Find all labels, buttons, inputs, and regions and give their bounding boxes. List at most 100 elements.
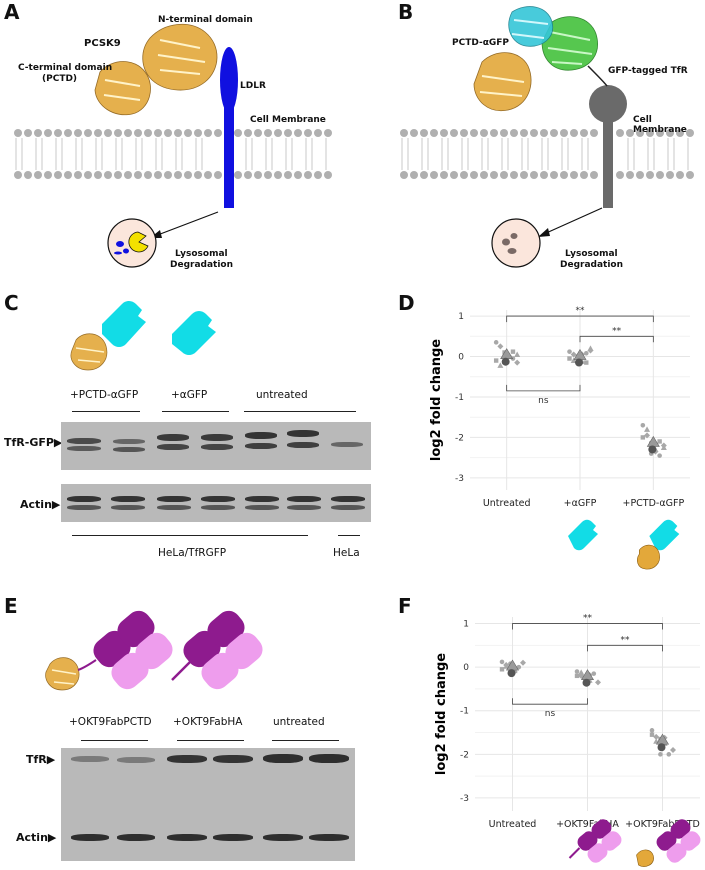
agfp-construct-icon: [172, 311, 216, 355]
band: [287, 430, 319, 437]
linker-shape: [568, 847, 581, 859]
band: [245, 443, 277, 449]
mean-marker: [582, 678, 591, 687]
pctd-agfp-icon-d: [637, 519, 680, 570]
data-point: [574, 673, 580, 679]
light-chain-shape: [587, 843, 608, 863]
nanobody-structure: [508, 6, 554, 47]
x-tick-label: +OKT9FabPCTD: [625, 819, 700, 830]
data-point: [670, 746, 676, 753]
okt9fabha-construct-icon: [171, 610, 263, 690]
y-tick-label: -1: [460, 707, 469, 717]
band: [309, 834, 349, 841]
panel-c-construct-icons: [70, 301, 216, 371]
x-tick-label: +PCTD-αGFP: [622, 498, 684, 509]
data-point: [493, 340, 499, 345]
band: [201, 434, 233, 441]
data-point: [657, 439, 662, 444]
lane-label-pctd-agfp: +PCTD-αGFP: [70, 389, 139, 401]
lane-label-okt9fabpctd: +OKT9FabPCTD: [69, 716, 152, 728]
data-point: [520, 659, 526, 666]
degradation-arrow-a: [150, 211, 219, 238]
panel-letter-e: E: [4, 594, 18, 618]
okt9fabpctd-icon-f: [636, 819, 701, 867]
label-degradation-a: Degradation: [170, 260, 234, 270]
label-cell-membrane-a: Cell Membrane: [250, 115, 326, 125]
nanobody-shape: [649, 519, 680, 551]
label-pctd-agfp: PCTD-αGFP: [452, 38, 510, 48]
pctd-agfp-construct-icon: [70, 301, 146, 371]
data-point: [497, 362, 504, 368]
band: [113, 439, 145, 444]
data-point: [570, 351, 577, 358]
degradation-arrow-b: [538, 207, 603, 237]
label-degradation-b: Degradation: [560, 260, 624, 270]
band: [67, 446, 101, 451]
heavy-chain-shape: [591, 819, 612, 839]
data-point: [660, 444, 667, 451]
lane-label-untreated-e: untreated: [273, 716, 325, 728]
agfp-icon-d: [568, 519, 598, 551]
mean-marker: [507, 669, 516, 678]
band: [201, 444, 233, 450]
label-pctd: (PCTD): [42, 74, 78, 84]
significance-label: **: [583, 614, 593, 624]
mean-marker: [501, 357, 510, 366]
data-point: [591, 671, 597, 676]
data-point: [649, 732, 655, 737]
pctd-shape: [637, 544, 660, 570]
band: [167, 834, 207, 841]
heavy-chain-shape: [577, 831, 598, 851]
nanobody-shape: [568, 519, 598, 551]
y-axis-label: log2 fold change: [434, 653, 449, 775]
lane-bar-okt9fabha: [177, 740, 244, 742]
pctd-structure-b: [473, 52, 532, 112]
lane-label-untreated-c: untreated: [256, 389, 308, 401]
band: [331, 496, 365, 502]
mean-marker: [648, 445, 657, 454]
panel-letter-f: F: [398, 594, 412, 618]
row-label-actin-c: Actin▶: [20, 498, 61, 511]
blot-actin-c: [61, 484, 371, 522]
data-point: [644, 426, 651, 432]
data-point: [584, 350, 589, 356]
gfp-tagged-tfr-receptor: [589, 85, 627, 208]
data-point: [644, 432, 651, 439]
pcsk9-protein-structure: [94, 23, 218, 116]
data-point: [499, 659, 505, 665]
band: [157, 434, 189, 441]
data-point: [640, 435, 646, 440]
band: [213, 834, 253, 841]
band: [309, 754, 349, 763]
band: [287, 442, 319, 448]
label-pcsk9: PCSK9: [84, 38, 121, 49]
band: [111, 496, 145, 502]
data-point: [653, 733, 660, 740]
band: [263, 834, 303, 841]
band: [71, 834, 109, 841]
band: [157, 496, 191, 502]
data-point: [567, 349, 572, 354]
band: [71, 756, 109, 762]
data-point: [514, 351, 521, 357]
lane-bar-agfp: [162, 411, 229, 413]
band: [117, 757, 155, 763]
band: [213, 755, 253, 763]
y-axis-label: log2 fold change: [429, 339, 444, 461]
panel-b-schematic: [400, 6, 694, 268]
band: [287, 496, 321, 502]
band: [201, 496, 235, 502]
y-tick-label: -2: [460, 750, 469, 760]
pctd-shape: [636, 849, 654, 867]
x-tick-label: Untreated: [489, 819, 537, 830]
significance-bracket: [506, 384, 581, 392]
y-tick-label: -3: [460, 794, 469, 804]
heavy-chain-shape: [656, 831, 677, 851]
cell-line-bar-hela: [338, 535, 360, 537]
label-c-terminal-domain: C-terminal domain: [18, 63, 113, 73]
significance-label: ns: [538, 396, 549, 406]
band: [157, 505, 191, 510]
panel-a-schematic: [14, 23, 332, 268]
lane-bar-untreated-c: [244, 411, 356, 413]
